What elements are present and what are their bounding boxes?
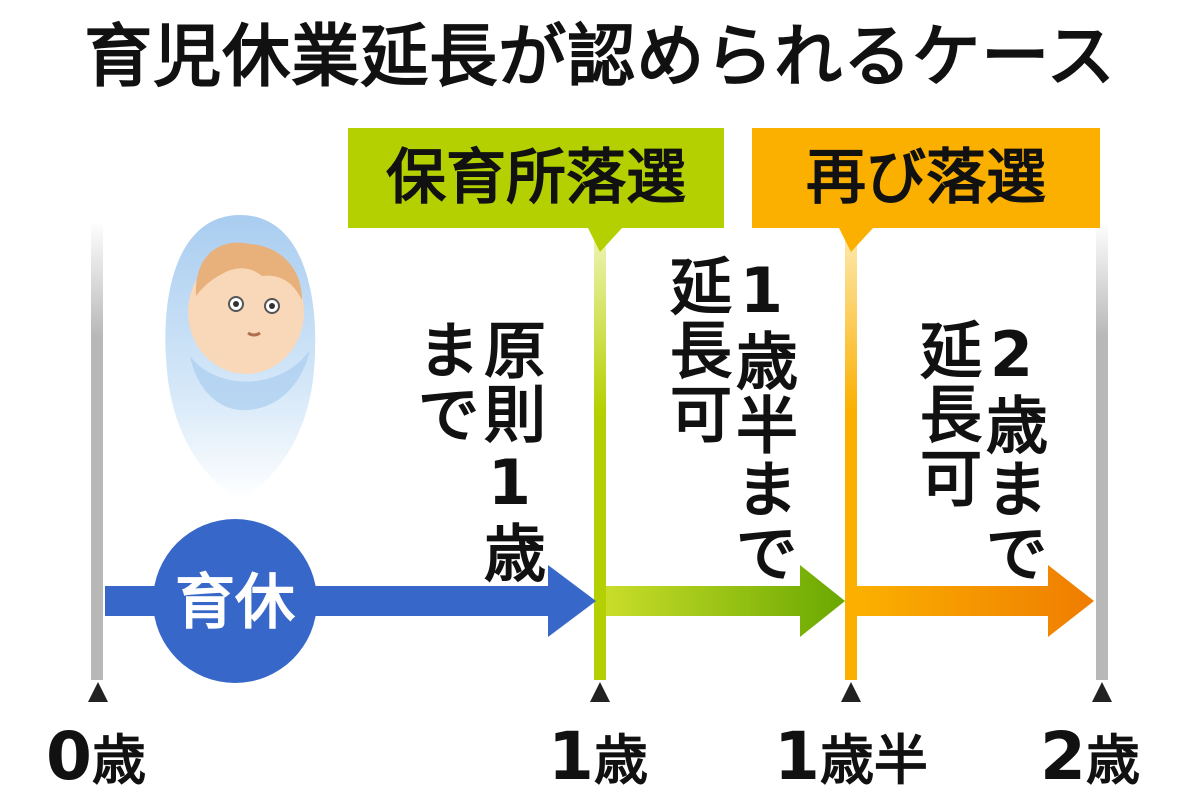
- diagram-title: 育児休業延長が認められるケース: [84, 18, 1116, 97]
- tick-label-2: 2歳: [1040, 718, 1140, 795]
- marker-line-0: [91, 222, 103, 680]
- arrow-orange: [857, 565, 1094, 637]
- tick-label-0: 0歳: [46, 718, 146, 795]
- note-extend-until-2: 2歳まで 延長可: [909, 318, 1048, 585]
- arrow-green: [606, 565, 845, 637]
- ikukyu-bubble: [153, 519, 317, 683]
- tick-label-1: 1歳: [548, 718, 648, 795]
- ikukyu-label: 育休: [175, 568, 295, 638]
- triangle-up-marker-1: [590, 682, 610, 702]
- badge-pointer-green: [588, 228, 622, 252]
- swaddled-baby-illustration: [165, 215, 316, 500]
- marker-line-1: [594, 232, 606, 680]
- marker-line-1-5: [845, 232, 857, 680]
- tick-label-1-5: 1歳半: [774, 718, 928, 795]
- triangle-up-marker-2: [841, 682, 861, 702]
- badge-nursery-rejected: 保育所落選: [348, 128, 724, 228]
- marker-line-2: [1096, 222, 1108, 680]
- badge-rejected-again: 再び落選: [752, 128, 1100, 228]
- badge-pointer-orange: [839, 228, 873, 252]
- triangle-up-marker-0: [88, 682, 108, 702]
- arrow-blue: [105, 565, 596, 637]
- note-extend-until-1-5: 1歳半まで 延長可: [659, 254, 798, 585]
- note-principle-until-1: 原則1歳 まで: [407, 318, 546, 585]
- triangle-up-marker-3: [1092, 682, 1112, 702]
